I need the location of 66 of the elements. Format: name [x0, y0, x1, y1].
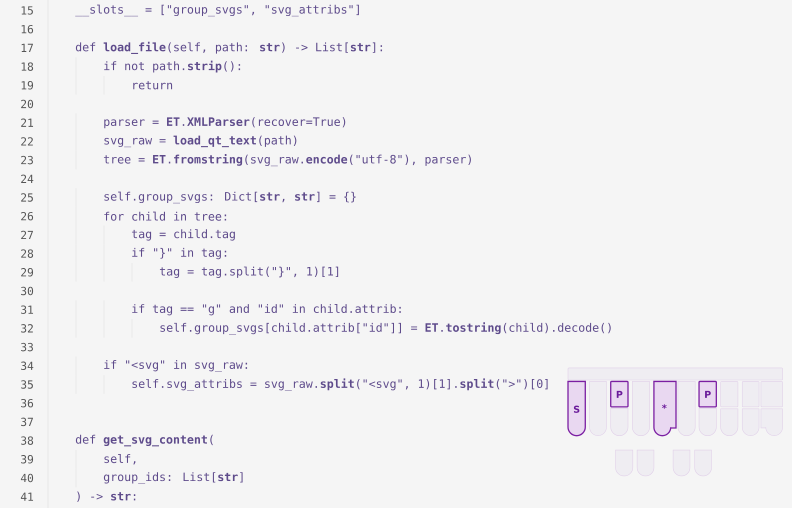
line-number: 22	[21, 137, 33, 146]
keyboard-key	[760, 381, 783, 408]
code-line: group_ids: List[str]	[104, 472, 243, 484]
code-line: ) -> str:	[77, 492, 136, 502]
code-line: self.svg_attribs = svg_raw.split("<svg", 1)[1].split(">")[0]	[132, 378, 548, 391]
line-number: 33	[21, 342, 33, 352]
code-line: return	[133, 81, 172, 90]
code-line: def load_file(self, path: str) -> List[str]:	[76, 42, 382, 54]
line-number: 21	[21, 118, 34, 127]
line-number: 37	[21, 418, 33, 426]
line-number: 31	[21, 305, 34, 314]
line-number: 30	[21, 286, 34, 296]
line-number: 27	[21, 230, 33, 240]
line-number: 15	[22, 6, 33, 15]
line-number: 40	[20, 474, 34, 482]
line-number: 39	[21, 455, 34, 464]
line-number: 28	[21, 249, 34, 258]
line-number: 25	[21, 193, 33, 202]
code-line: tree = ET.fromstring(svg_raw.encode("utf-8"), parser)	[104, 154, 471, 166]
line-number: 16	[22, 24, 34, 34]
code-line: tag = tag.split("}", 1)[1]	[160, 266, 338, 278]
keyboard-key	[742, 381, 760, 408]
keyboard-key	[615, 450, 634, 476]
highlighted-key: P	[698, 380, 717, 408]
code-line: self,	[104, 454, 136, 465]
line-number: 20	[21, 100, 34, 108]
code-line: parser = ET.XMLParser(recover=True)	[104, 117, 346, 128]
code-line: __slots__ = ["group_svgs", "svg_attribs"]	[75, 4, 359, 16]
keyboard-key	[742, 408, 760, 436]
code-line: if "}" in tag:	[132, 248, 226, 260]
keyboard-key	[636, 450, 654, 476]
keyboard-key	[720, 381, 738, 408]
keyboard-key	[672, 450, 690, 476]
keyboard-key	[589, 381, 607, 436]
code-line: for child in tree:	[104, 212, 226, 221]
line-number: 26	[21, 212, 34, 220]
line-number: 41	[20, 492, 34, 501]
highlighted-key: S	[567, 380, 586, 436]
line-number: 23	[21, 156, 33, 164]
highlighted-key: *	[653, 380, 677, 436]
line-number: 36	[21, 398, 34, 408]
code-line: tag = child.tag	[132, 229, 235, 241]
keyboard-key	[632, 381, 650, 436]
line-number: 32	[21, 324, 33, 333]
code-line: if tag == "g" and "id" in child.attrib:	[132, 304, 401, 316]
keyboard-key	[720, 408, 738, 436]
line-number: 29	[21, 268, 34, 277]
keyboard-key	[760, 408, 783, 436]
line-number: 34	[21, 362, 34, 370]
keyboard-key	[694, 450, 712, 476]
code-line: svg_raw = load_qt_text(path)	[104, 136, 296, 148]
line-number: 19	[22, 81, 34, 90]
line-number: 24	[21, 174, 34, 183]
keyboard-key	[678, 381, 696, 436]
code-line: self.group_svgs[child.attrib["id"]] = ET.tostring(child).decode()	[160, 322, 611, 334]
code-line: self.group_svgs: Dict[str, str] = {}	[104, 192, 356, 204]
highlighted-key: P	[610, 380, 629, 408]
line-number: 35	[21, 380, 33, 389]
code-line: if not path.strip():	[104, 60, 240, 73]
keyboard-key	[698, 408, 717, 436]
line-number: 18	[22, 62, 34, 71]
keyboard-key	[610, 408, 628, 436]
line-number: 38	[21, 436, 34, 445]
code-line: def get_svg_content(	[76, 434, 213, 446]
code-line: if "<svg" in svg_raw:	[104, 360, 248, 372]
line-number: 17	[22, 44, 33, 52]
